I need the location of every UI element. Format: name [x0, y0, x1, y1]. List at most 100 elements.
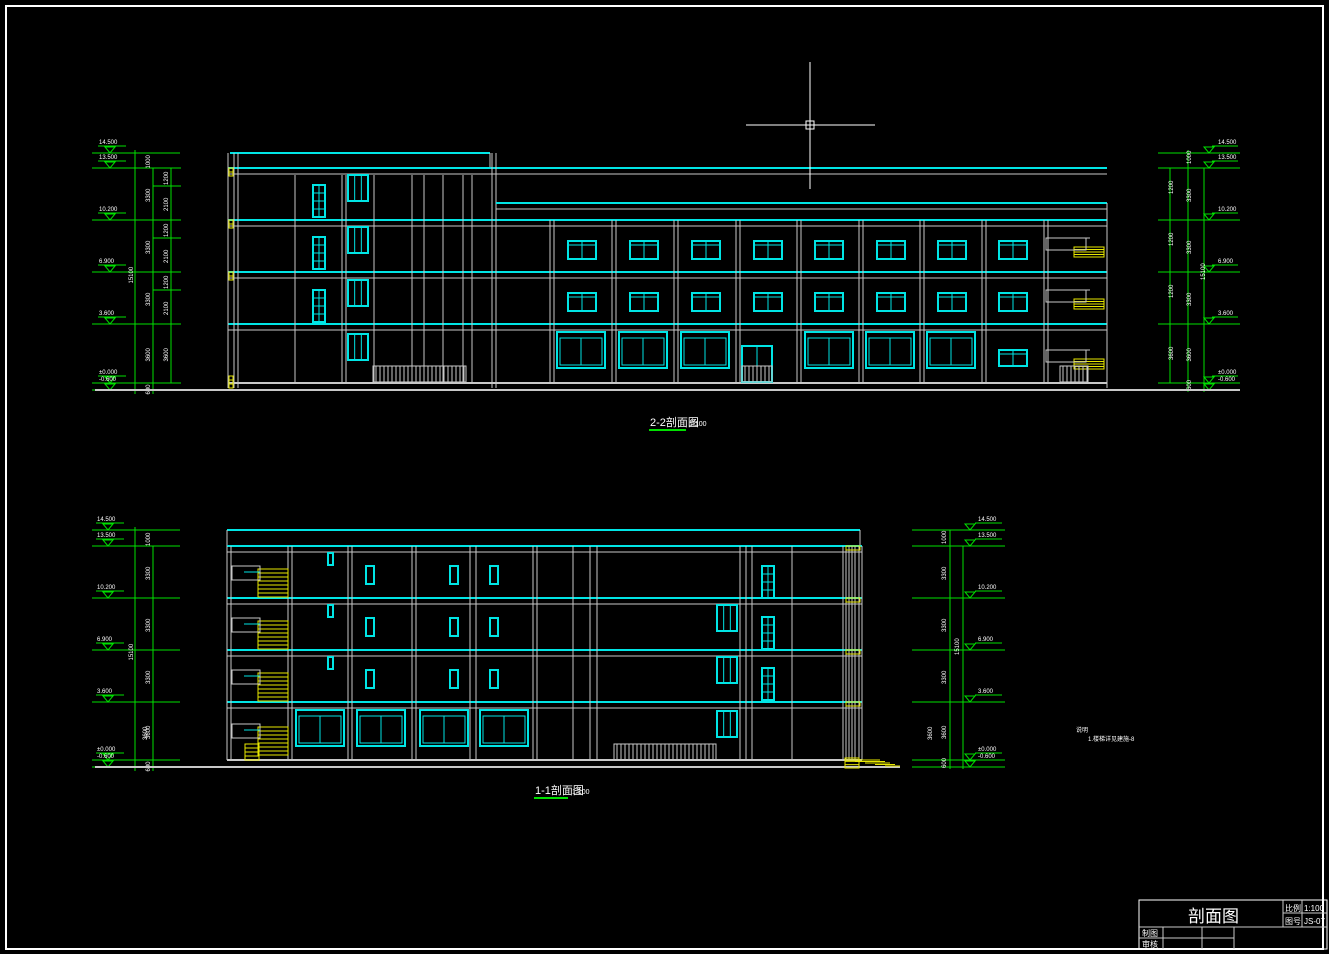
elevation-marker-icon — [103, 161, 117, 169]
dimension-text: 1000 — [146, 532, 152, 546]
total-dimension: 15100 — [955, 638, 961, 655]
elevation-label: ±0.000 — [1218, 370, 1237, 376]
title-block-number-value: JS-07 — [1304, 917, 1325, 926]
elevation-marker-icon — [101, 753, 115, 761]
window — [449, 617, 459, 637]
dimension-text: 3600 — [143, 726, 149, 740]
dimension-text: 2100 — [164, 249, 170, 263]
elevation-marker-icon — [963, 523, 977, 531]
elevation-label: 13.500 — [99, 155, 118, 161]
elevation-marker-icon — [1202, 265, 1216, 273]
dimension-text: 1200 — [164, 171, 170, 185]
elevation-marker-icon — [103, 146, 117, 154]
elevation-label: 3.600 — [978, 689, 994, 695]
dimension-text: 3300 — [146, 240, 152, 254]
stair — [845, 701, 861, 707]
elevation-marker-icon — [103, 317, 117, 325]
elevation-marker-icon — [963, 695, 977, 703]
dimension-text: 3300 — [146, 292, 152, 306]
window — [680, 331, 730, 369]
dimension-text: 3600 — [942, 725, 948, 739]
drawing-border — [5, 5, 1324, 950]
dimension-text: 3300 — [942, 670, 948, 684]
window — [618, 331, 668, 369]
elevation-label: ±0.000 — [99, 370, 118, 376]
window — [716, 604, 738, 632]
dimension-text: 1000 — [942, 530, 948, 544]
elevation-label: ±0.000 — [97, 747, 116, 753]
stair — [1073, 358, 1105, 370]
balcony — [1045, 349, 1087, 363]
elevation-label: -0.600 — [97, 754, 115, 760]
elevation-label: 10.200 — [978, 585, 997, 591]
window — [926, 331, 976, 369]
elevation-label: 10.200 — [99, 207, 118, 213]
elevation-label: 13.500 — [1218, 155, 1237, 161]
elevation-label: 14.500 — [1218, 140, 1237, 146]
balcony — [1045, 289, 1087, 303]
dimension-text: 3300 — [1187, 188, 1193, 202]
window — [327, 656, 334, 670]
stair — [257, 726, 289, 756]
total-dimension: 15100 — [129, 266, 135, 283]
elevation-label: 6.900 — [1218, 259, 1234, 265]
stair — [228, 271, 234, 281]
elevation-label: 13.500 — [978, 533, 997, 539]
stair — [845, 597, 861, 603]
elevation-marker-icon — [101, 760, 115, 768]
elevation-marker-icon — [103, 265, 117, 273]
elevation-marker-icon — [963, 643, 977, 651]
dimension-text: 3300 — [1187, 240, 1193, 254]
elevation-marker-icon — [101, 539, 115, 547]
window — [365, 669, 375, 689]
window — [449, 669, 459, 689]
dimension-text: 3600 — [146, 347, 152, 361]
dimension-text: 600 — [1187, 379, 1193, 390]
section-2-2-scale: 1:100 — [689, 421, 707, 428]
window — [489, 669, 499, 689]
dimension-text: 1200 — [164, 223, 170, 237]
title-block-scale-value: 1:100 — [1304, 904, 1325, 913]
dimension-text: 1200 — [164, 275, 170, 289]
elevation-marker-icon — [103, 376, 117, 384]
dimension-text: 3300 — [146, 188, 152, 202]
window — [347, 226, 369, 254]
total-dimension: 15100 — [129, 643, 135, 660]
dimension-text: 1200 — [1169, 284, 1175, 298]
dimension-text: 3300 — [146, 618, 152, 632]
balcony — [231, 669, 261, 685]
elevation-marker-icon — [101, 591, 115, 599]
stair — [244, 743, 260, 761]
elevation-label: -0.600 — [99, 377, 117, 383]
window — [347, 279, 369, 307]
window — [365, 565, 375, 585]
elevation-label: 6.900 — [97, 637, 113, 643]
elevation-label: -0.600 — [978, 754, 996, 760]
elevation-label: -0.600 — [1218, 377, 1236, 383]
window — [347, 333, 369, 361]
window — [716, 656, 738, 684]
section-1-1-scale: 1:100 — [572, 789, 590, 796]
window — [295, 709, 345, 747]
window — [865, 331, 915, 369]
section-1-1-title: 1-1剖面图 — [535, 783, 584, 797]
elevation-marker-icon — [101, 643, 115, 651]
elevation-marker-icon — [963, 591, 977, 599]
window — [419, 709, 469, 747]
stair — [228, 375, 234, 389]
dimension-text: 1200 — [1169, 232, 1175, 246]
dimension-text: 3300 — [1187, 292, 1193, 306]
elevation-label: 14.500 — [978, 517, 997, 523]
stair — [257, 672, 289, 702]
title-block-review-label: 审核 — [1142, 939, 1158, 949]
dimension-text: 1200 — [1169, 180, 1175, 194]
stair — [228, 219, 234, 229]
elevation-marker-icon — [103, 383, 117, 391]
elevation-marker-icon — [963, 539, 977, 547]
elevation-label: 3.600 — [99, 311, 115, 317]
window — [804, 331, 854, 369]
stair — [845, 545, 861, 551]
title-block-scale-label: 比例 — [1285, 903, 1301, 913]
section-2-2-title: 2-2剖面图 — [650, 415, 699, 429]
